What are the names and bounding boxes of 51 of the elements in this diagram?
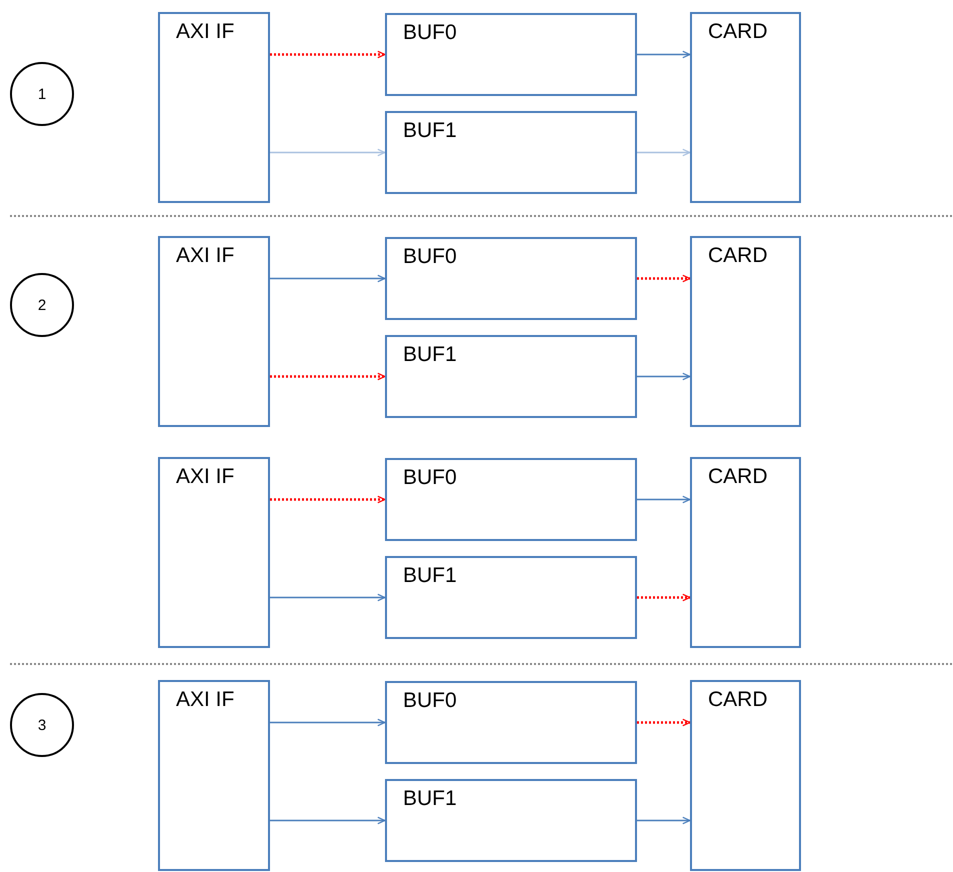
- arrow: [270, 594, 386, 602]
- block-label: AXI IF: [175, 19, 236, 44]
- block-box: [385, 237, 637, 320]
- block-box: [158, 236, 270, 427]
- arrow: [270, 718, 386, 726]
- arrow: [637, 718, 691, 726]
- block-box: [385, 779, 637, 862]
- arrow: [270, 816, 386, 824]
- arrow: [637, 148, 691, 156]
- block-label: BUF0: [402, 465, 458, 490]
- block-box: [158, 457, 270, 648]
- block-box: [385, 13, 637, 96]
- block-label: BUF1: [402, 342, 458, 367]
- block-label: CARD: [707, 243, 769, 268]
- block-box: [158, 680, 270, 871]
- block-box: [385, 335, 637, 418]
- arrow: [270, 50, 386, 58]
- block-label: BUF1: [402, 786, 458, 811]
- block-box: [385, 681, 637, 764]
- block-label: AXI IF: [175, 464, 236, 489]
- block-label: BUF1: [402, 563, 458, 588]
- step-number: 3: [38, 716, 46, 734]
- block-label: CARD: [707, 687, 769, 712]
- block-box: [690, 12, 801, 203]
- arrow: [270, 372, 386, 380]
- step-number: 1: [38, 86, 46, 102]
- arrow: [270, 274, 386, 282]
- arrow: [637, 816, 691, 824]
- block-label: BUF1: [402, 118, 458, 143]
- arrow: [637, 274, 691, 282]
- block-label: CARD: [707, 464, 769, 489]
- block-box: [385, 111, 637, 194]
- block-label: BUF0: [402, 20, 458, 45]
- step-number: 2: [38, 296, 46, 314]
- arrow: [637, 50, 691, 58]
- block-label: BUF0: [402, 688, 458, 713]
- arrow: [270, 148, 386, 156]
- arrow: [637, 372, 691, 380]
- arrow: [270, 496, 386, 504]
- block-box: [690, 680, 801, 871]
- block-label: AXI IF: [175, 687, 236, 712]
- block-label: AXI IF: [175, 243, 236, 268]
- block-label: CARD: [707, 19, 769, 44]
- block-box: [385, 556, 637, 639]
- block-box: [690, 457, 801, 648]
- arrow: [637, 496, 691, 504]
- block-box: [690, 236, 801, 427]
- arrow: [637, 594, 691, 602]
- block-box: [158, 12, 270, 203]
- block-label: BUF0: [402, 244, 458, 269]
- block-box: [385, 458, 637, 541]
